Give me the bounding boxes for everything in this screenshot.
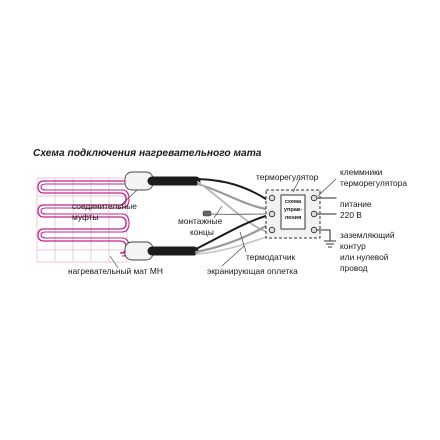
label-ground-1: заземляющий: [340, 230, 395, 240]
label-mounting-1: монтажные: [178, 216, 223, 226]
heating-mat: [36, 177, 140, 263]
power-wires: [316, 197, 337, 241]
terminal-screws: [268, 194, 318, 234]
label-mounting-2: концы: [190, 227, 214, 237]
thermoregulator-box: схема управ- ления: [265, 189, 321, 239]
diagram-title: Схема подключения нагревательного мата: [33, 148, 262, 159]
label-braid: экранирующая оплетка: [207, 266, 298, 276]
box-label-1: схема: [285, 199, 302, 205]
label-ground-4: провод: [340, 263, 368, 273]
label-couplings-1: соединительные: [72, 201, 137, 211]
box-label-2: управ-: [284, 207, 302, 213]
label-sensor: термодатчик: [246, 252, 296, 262]
ground-icon: [324, 240, 336, 248]
label-thermoregulator: терморегулятор: [256, 172, 319, 182]
label-ground-3: или нулевой: [340, 252, 389, 262]
label-power-1: питание: [340, 199, 372, 209]
label-power-2: 220 В: [340, 210, 362, 220]
mat-heating-wire-2: [40, 183, 140, 257]
box-label-3: ления: [285, 215, 302, 221]
label-terminals-2: терморегулятора: [340, 178, 407, 188]
leader-lines: [109, 177, 337, 269]
label-couplings-2: муфты: [72, 212, 99, 222]
black-cables: [147, 176, 201, 256]
label-mat: нагревательный мат МН: [68, 266, 163, 276]
label-ground-2: контур: [340, 241, 366, 251]
mat-heating-wire: [37, 180, 140, 254]
label-terminals-1: клеммники: [340, 167, 383, 177]
mounting-wires: [194, 178, 271, 255]
